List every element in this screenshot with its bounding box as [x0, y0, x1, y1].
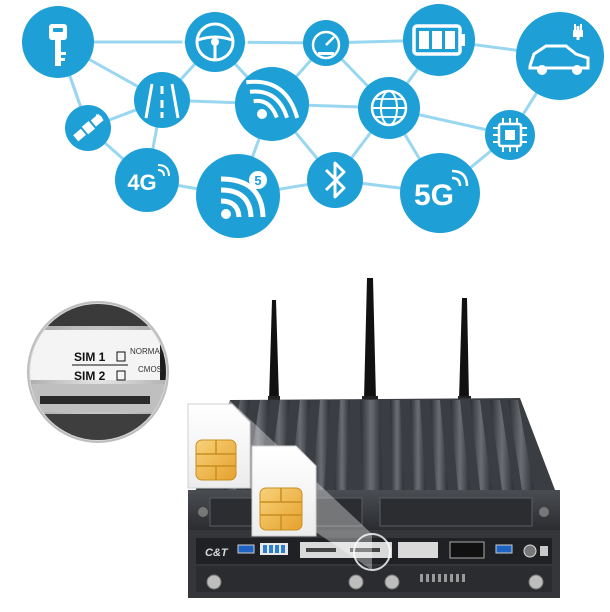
wifi-6-icon: 5	[196, 154, 280, 238]
steering-wheel-icon	[182, 12, 248, 72]
sim-card-1	[187, 403, 251, 489]
dip-switch	[260, 543, 288, 555]
road-icon	[134, 72, 190, 128]
sim2-label: SIM 2	[74, 369, 106, 383]
electric-car-icon	[516, 12, 604, 100]
chip-icon	[485, 110, 535, 160]
sim-card-2	[251, 445, 317, 537]
normal-label: NORMAL	[130, 347, 165, 356]
sim1-label: SIM 1	[74, 350, 106, 364]
key-icon	[22, 6, 94, 78]
network-nodes: 4G 5 5G	[22, 4, 604, 238]
speedometer-icon	[303, 20, 349, 66]
antennas	[268, 278, 471, 410]
sim-slot-panel	[300, 542, 392, 558]
antenna-connectors	[206, 574, 544, 590]
sim-slot-zoom: SIM 1 SIM 2 NORMAL CMOS	[27, 301, 169, 443]
led-indicators	[420, 574, 465, 582]
globe-icon	[358, 77, 420, 139]
battery-icon	[403, 4, 475, 76]
wireless-signal-icon	[235, 67, 309, 141]
sim-slot-highlight	[353, 533, 391, 571]
bluetooth-icon	[307, 152, 363, 208]
display-port	[449, 541, 485, 559]
power-button	[523, 544, 537, 558]
wifi-generation-label: 5	[254, 173, 261, 188]
4g-icon: 4G	[115, 148, 179, 212]
5g-icon: 5G	[400, 153, 480, 233]
satellite-icon	[65, 105, 111, 151]
cmos-label: CMOS	[138, 365, 162, 374]
4g-label: 4G	[127, 170, 156, 195]
5g-label: 5G	[414, 179, 454, 212]
usb-ports	[237, 544, 513, 554]
brand-logo: C&T	[205, 547, 229, 559]
